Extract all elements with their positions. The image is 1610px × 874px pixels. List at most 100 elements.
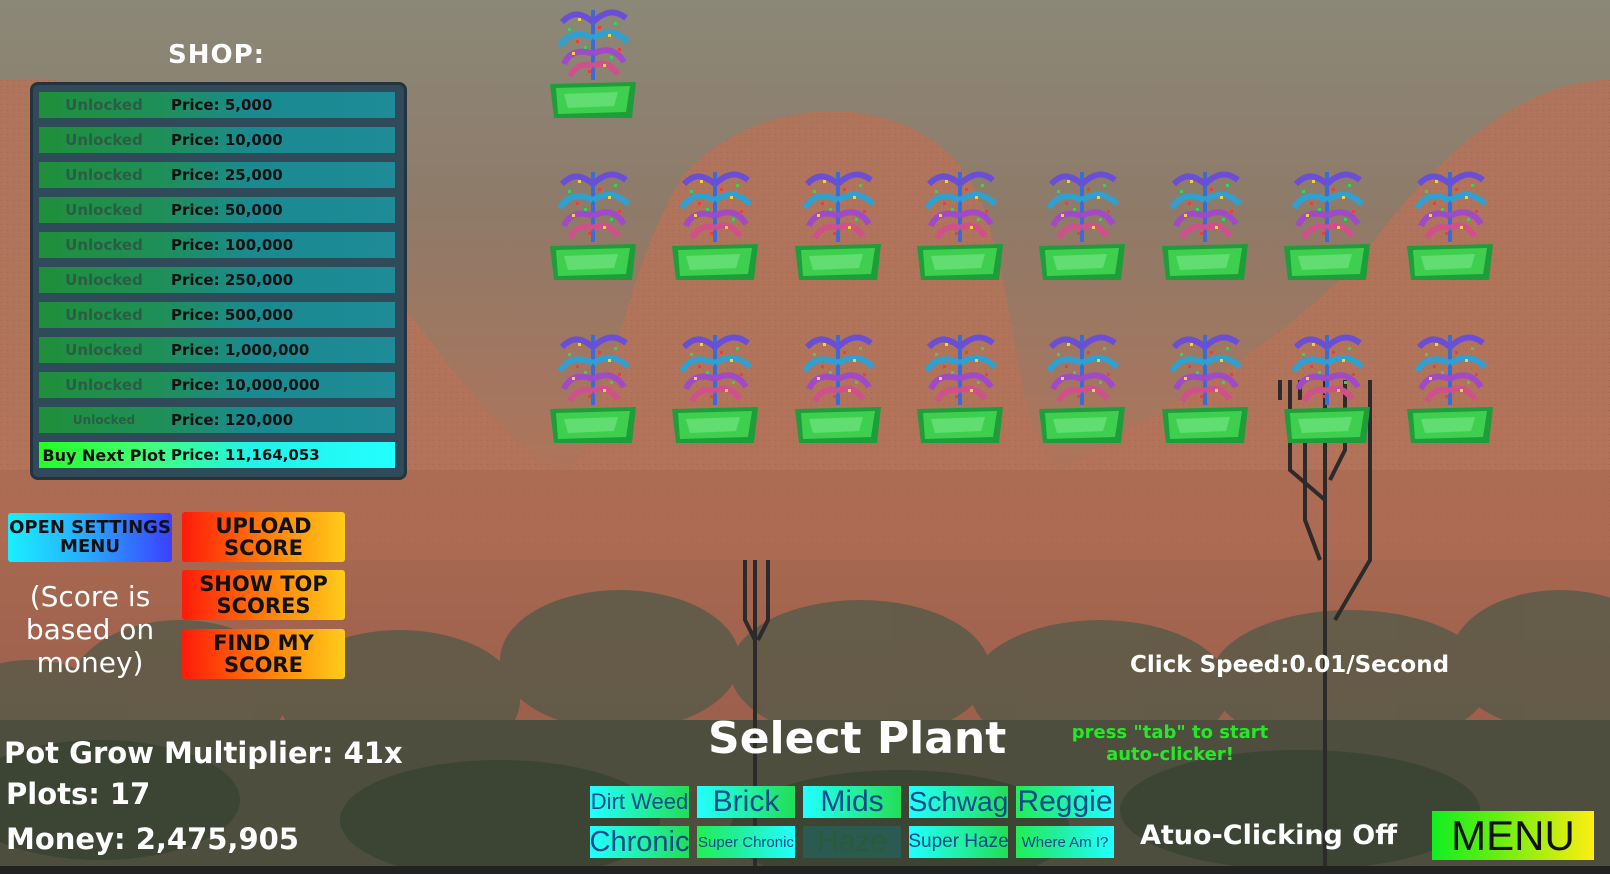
plant-option-brick[interactable]: Brick [697,785,795,818]
plant-pot[interactable] [1405,162,1495,282]
plant-sprite-icon [924,171,998,242]
plant-pot[interactable] [670,325,760,445]
plant-sprite-icon [802,334,876,405]
plant-pot[interactable] [915,162,1005,282]
shop-row-status: Unlocked [65,236,143,254]
shop-row-price: Price: 250,000 [171,271,294,289]
plant-pot[interactable] [1282,325,1372,445]
open-settings-menu-button[interactable]: OPEN SETTINGS MENU [8,513,172,562]
shop-row-price: Price: 5,000 [171,96,273,114]
shop-row-price: Price: 10,000 [171,131,283,149]
shop-row[interactable]: Unlocked Price: 10,000,000 [39,372,395,398]
pot-icon [550,244,636,280]
plant-pot[interactable] [793,162,883,282]
pot-icon [1284,407,1370,443]
select-plant-title: Select Plant [708,713,1007,764]
auto-clicker-hint: press "tab" to start auto-clicker! [1071,722,1269,765]
plots-count: Plots: 17 [6,777,151,811]
shop-row[interactable]: Unlocked Price: 250,000 [39,267,395,293]
shop-row-status: Unlocked [65,271,143,289]
pot-icon [917,407,1003,443]
plant-sprite-icon [679,334,753,405]
find-my-score-button[interactable]: FIND MY SCORE [182,629,345,679]
plant-pot[interactable] [548,0,638,120]
auto-clicking-status: Atuo-Clicking Off [1140,820,1398,851]
plant-pot[interactable] [670,162,760,282]
shop-row-price: Price: 10,000,000 [171,376,320,394]
pot-grow-multiplier: Pot Grow Multiplier: 41x [4,736,403,770]
plant-option-chronic[interactable]: Chronic [589,825,690,858]
plant-option-haze[interactable]: Haze [803,825,901,858]
shop-row-status: Unlocked [65,166,143,184]
shop-row-status: Unlocked [72,413,136,427]
shop-row-status: Unlocked [65,341,143,359]
shop-row[interactable]: Unlocked Price: 5,000 [39,92,395,118]
shop-row-status: Unlocked [65,201,143,219]
shop-row-status: Unlocked [65,376,143,394]
plant-sprite-icon [1169,171,1243,242]
plant-sprite-icon [924,334,998,405]
shop-row-price: Price: 25,000 [171,166,283,184]
plant-option-schwag[interactable]: Schwag [908,786,1009,818]
pot-icon [550,82,636,118]
shop-row[interactable]: Unlocked Price: 120,000 [39,407,395,433]
pot-icon [795,244,881,280]
upload-score-button[interactable]: UPLOAD SCORE [182,512,345,562]
plant-sprite-icon [1291,334,1365,405]
plant-option-super-haze[interactable]: Super Haze [908,826,1009,858]
shop-row-status: Unlocked [65,306,143,324]
plant-sprite-icon [1169,334,1243,405]
pot-icon [1039,407,1125,443]
shop-row[interactable]: Unlocked Price: 10,000 [39,127,395,153]
plant-sprite-icon [1414,171,1488,242]
plant-pot[interactable] [1037,162,1127,282]
plant-pot[interactable] [793,325,883,445]
shop-title: SHOP: [168,40,266,70]
pot-icon [1162,407,1248,443]
plant-sprite-icon [1046,334,1120,405]
plant-pot[interactable] [1405,325,1495,445]
pot-icon [672,244,758,280]
pot-icon [1039,244,1125,280]
plant-pot[interactable] [1160,325,1250,445]
shop-row[interactable]: Unlocked Price: 500,000 [39,302,395,328]
plant-sprite-icon [1046,171,1120,242]
plant-option-reggie[interactable]: Reggie [1016,785,1114,818]
pot-icon [1284,244,1370,280]
plant-option-mids[interactable]: Mids [803,785,901,818]
plant-sprite-icon [679,171,753,242]
shop-row-price: Price: 500,000 [171,306,294,324]
shop-row[interactable]: Unlocked Price: 1,000,000 [39,337,395,363]
menu-button[interactable]: MENU [1432,811,1594,860]
plant-option-where-am-i[interactable]: Where Am I? [1016,826,1114,858]
money-display: Money: 2,475,905 [6,822,299,856]
plant-option-super-chronic[interactable]: Super Chronic [697,826,795,858]
plant-pot[interactable] [1037,325,1127,445]
plant-pot[interactable] [1160,162,1250,282]
plant-pot[interactable] [915,325,1005,445]
shop-row-price: Price: 1,000,000 [171,341,310,359]
shop-row-status: Unlocked [65,131,143,149]
score-note: (Score is based on money) [25,580,155,680]
plant-option-dirt-weed[interactable]: Dirt Weed [590,786,689,818]
plant-pot[interactable] [1282,162,1372,282]
plant-sprite-icon [557,334,631,405]
plant-sprite-icon [1291,171,1365,242]
shop-row-status: Unlocked [65,96,143,114]
pot-icon [795,407,881,443]
plant-sprite-icon [557,9,631,80]
plant-pot[interactable] [548,325,638,445]
shop-row-price: Price: 120,000 [171,411,294,429]
pot-icon [672,407,758,443]
pot-icon [550,407,636,443]
click-speed: Click Speed:0.01/Second [1130,652,1450,678]
plant-pot[interactable] [548,162,638,282]
show-top-scores-button[interactable]: SHOW TOP SCORES [182,570,345,620]
pot-icon [917,244,1003,280]
buy-next-plot-label: Buy Next Plot [42,445,166,465]
shop-row[interactable]: Unlocked Price: 25,000 [39,162,395,188]
